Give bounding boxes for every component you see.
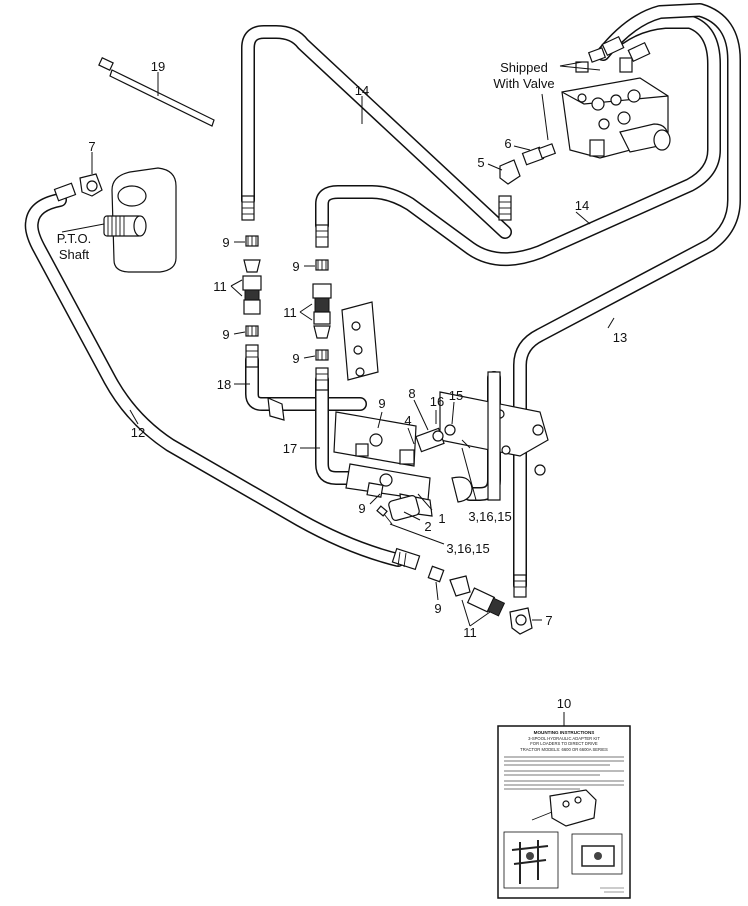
- sheet-detail-illustration-right: [571, 833, 623, 875]
- callout-14-lower: 14: [575, 198, 589, 213]
- pto-shaft-label-line-1: P.T.O.: [57, 231, 91, 246]
- callout-7-bottom: 7: [545, 613, 552, 628]
- shipped-with-valve-line-2: With Valve: [493, 76, 554, 91]
- mounting-bracket-vertical: [267, 301, 379, 421]
- hose-14-lower: [315, 15, 721, 267]
- callout-5: 5: [477, 155, 484, 170]
- bolts-3-16-15: [376, 439, 471, 525]
- middle-coupler-stack: [312, 259, 332, 361]
- annotations: Shipped With Valve P.T.O. Shaft: [57, 60, 555, 262]
- callout-9-d: 9: [292, 351, 299, 366]
- callout-9-b: 9: [292, 259, 299, 274]
- elbow-fitting-7-top: [79, 173, 103, 197]
- elbow-fitting-7-bottom: [509, 607, 533, 635]
- sheet-valve-illustration: [531, 789, 597, 827]
- sheet-subheading-2: FOR LOADERS TO DIRECT DRIVE: [530, 741, 598, 746]
- fitting-6: [521, 143, 557, 166]
- relief-valve-2: [388, 495, 420, 521]
- callout-11-middle: 11: [283, 305, 297, 320]
- callout-19: 19: [151, 59, 165, 74]
- callout-labels: 19 14 7 6 5 14 9 9 11 11 9 9 13 18 9 8 1…: [88, 59, 627, 711]
- callout-9-e: 9: [378, 396, 385, 411]
- hose-17: [315, 373, 373, 485]
- callout-10: 10: [557, 696, 571, 711]
- callout-15: 15: [449, 388, 463, 403]
- callout-14-upper: 14: [355, 83, 369, 98]
- callout-11-bottom: 11: [463, 625, 477, 640]
- left-coupler-stack: [242, 235, 262, 337]
- callout-11-left: 11: [213, 279, 227, 294]
- callout-9-f: 9: [358, 501, 365, 516]
- shipped-with-valve-line-1: Shipped: [500, 60, 548, 75]
- valve-fittings-shipped: [575, 35, 651, 73]
- callout-9-g: 9: [434, 601, 441, 616]
- callout-4: 4: [404, 413, 411, 428]
- leader-lines: [61, 61, 615, 726]
- callout-17: 17: [283, 441, 297, 456]
- callout-1: 1: [438, 511, 445, 526]
- bottom-coupler-stack: [427, 565, 506, 617]
- hose-18: [245, 353, 367, 411]
- callout-3-16-15-right: 3,16,15: [468, 509, 511, 524]
- sheet-heading: MOUNTING INSTRUCTIONS: [534, 730, 595, 735]
- cable-tie-19: [98, 57, 215, 127]
- callout-13: 13: [613, 330, 627, 345]
- sheet-subheading-1: 3-SPOOL HYDRAULIC ADAPTER KIT: [528, 736, 600, 741]
- sheet-detail-illustration-left: [503, 831, 559, 889]
- callout-6: 6: [504, 136, 511, 151]
- pto-shaft-label-line-2: Shaft: [59, 247, 90, 262]
- callout-3-16-15-lower: 3,16,15: [446, 541, 489, 556]
- callout-9-a: 9: [222, 235, 229, 250]
- hose-end-fittings: [53, 182, 527, 598]
- sheet-subheading-3: TRACTOR MODELS: 6600 OR 6600A SERIES: [520, 747, 608, 752]
- callout-7-top: 7: [88, 139, 95, 154]
- callout-8: 8: [408, 386, 415, 401]
- callout-18: 18: [217, 377, 231, 392]
- sheet-text-lines: [504, 756, 624, 790]
- control-valve: [561, 77, 671, 159]
- hose-12: [24, 193, 405, 567]
- instruction-sheet-10: MOUNTING INSTRUCTIONS 3-SPOOL HYDRAULIC …: [497, 725, 631, 899]
- hose-13: [513, 3, 741, 592]
- callout-9-c: 9: [222, 327, 229, 342]
- callout-2: 2: [424, 519, 431, 534]
- valve-block-assembly: [333, 411, 473, 517]
- pto-shaft: [103, 167, 177, 273]
- hose-14-upper: [241, 25, 512, 239]
- callout-12: 12: [131, 425, 145, 440]
- elbow-fitting-5: [499, 159, 521, 185]
- callout-16: 16: [430, 394, 444, 409]
